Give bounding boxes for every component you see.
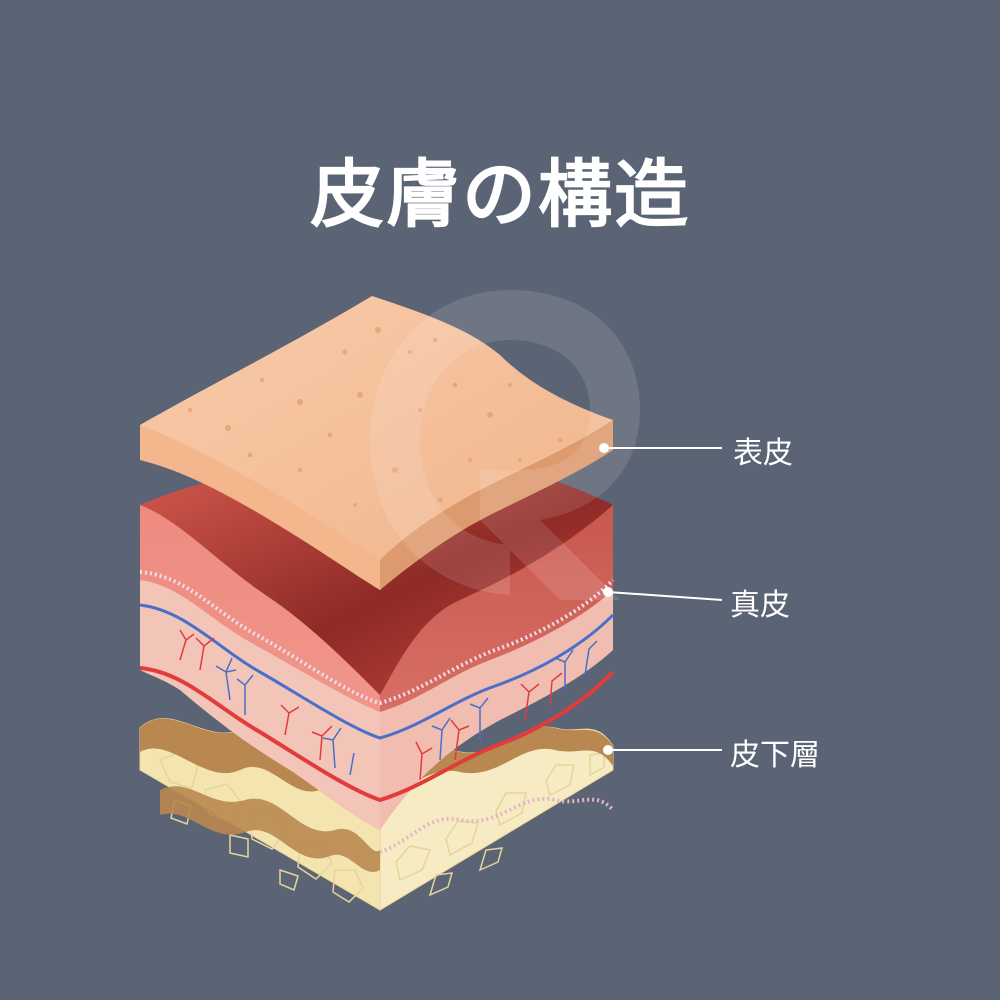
leader-lines (599, 443, 723, 755)
label-subcutis: 皮下層 (730, 738, 820, 773)
dermis-leader (607, 591, 723, 601)
epidermis-layer (140, 296, 613, 590)
subcutis-marker (603, 745, 613, 755)
label-epidermis: 表皮 (733, 436, 793, 471)
epidermis-marker (599, 443, 609, 453)
dermis-marker (603, 587, 613, 597)
watermark-logo (370, 290, 640, 600)
label-dermis: 真皮 (730, 588, 790, 623)
page-title: 皮膚の構造 (310, 152, 690, 238)
